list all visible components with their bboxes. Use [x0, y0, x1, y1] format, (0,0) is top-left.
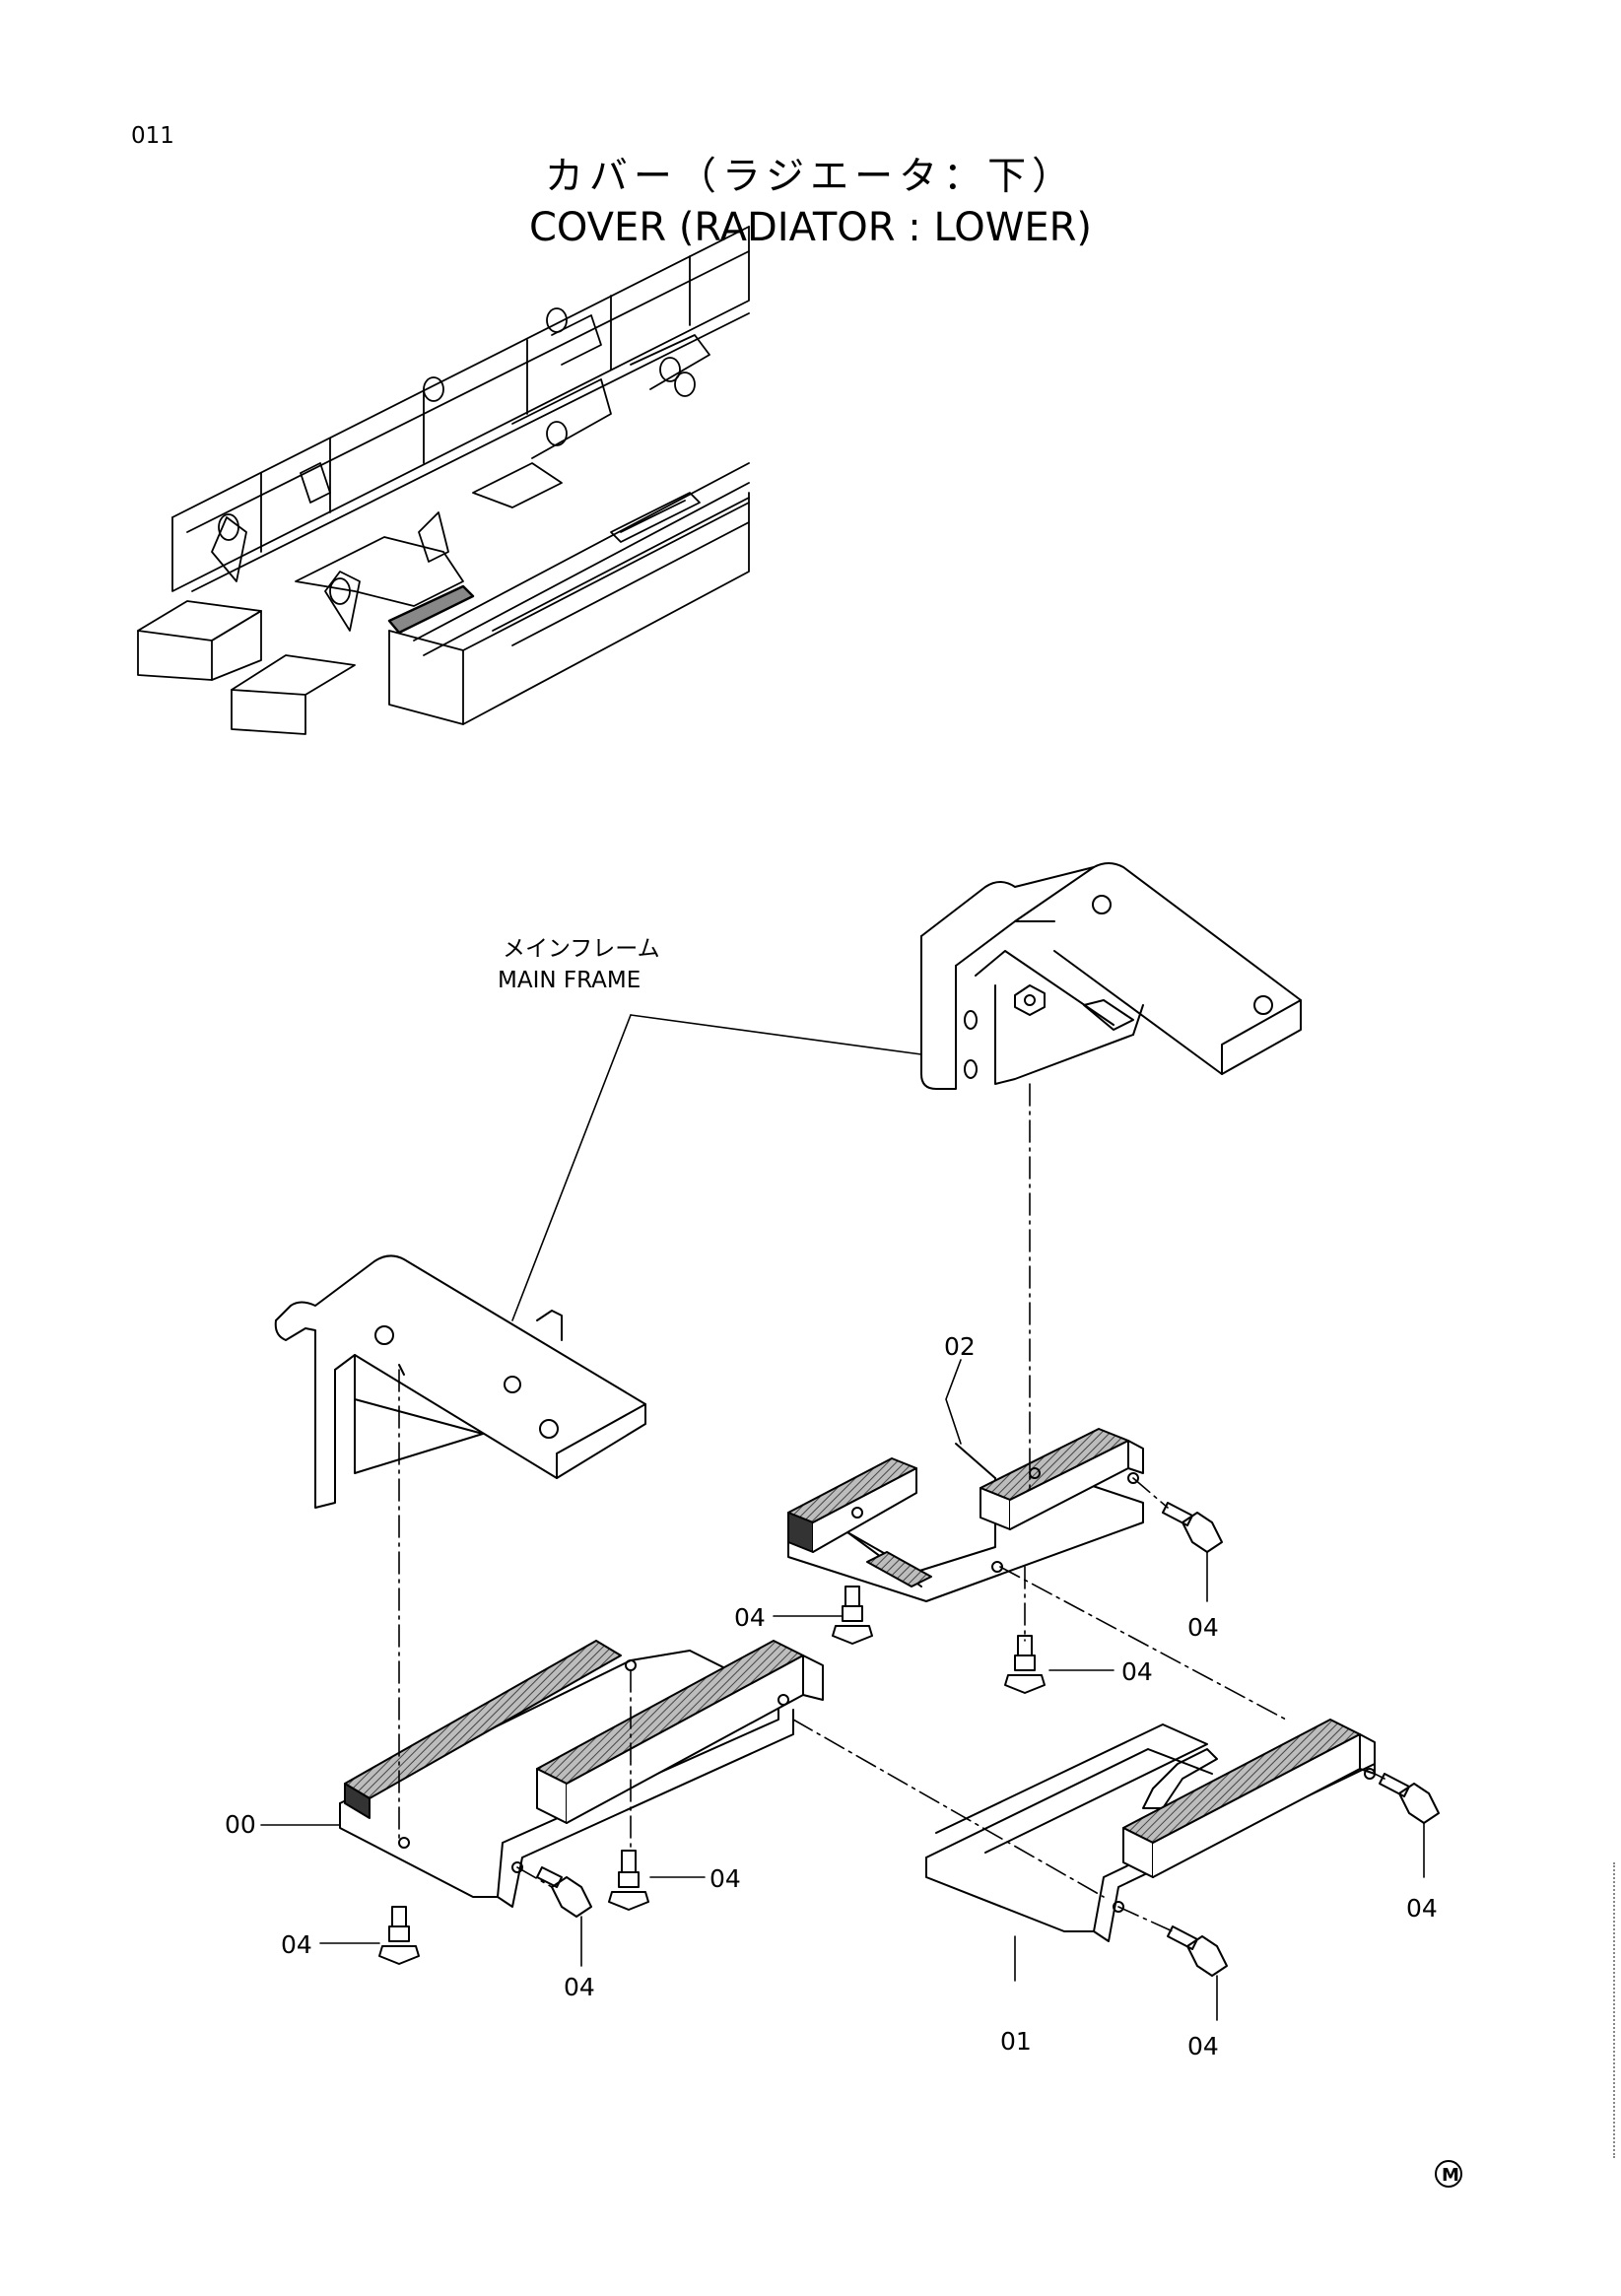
- label-part-01: 01: [1000, 2027, 1032, 2056]
- title-japanese: カバー（ラジエータ：下）: [544, 155, 1077, 199]
- bolt-vertical-1: [378, 1906, 420, 1965]
- callout-main-frame: メインフレーム MAIN FRAME: [498, 936, 660, 993]
- label-part-04-c: 04: [709, 1864, 741, 1893]
- label-part-04-f: 04: [1187, 1613, 1219, 1642]
- page-edge-mark: [1613, 1862, 1618, 2158]
- callout-main-frame-jp: メインフレーム: [503, 936, 660, 962]
- bolt-group: [378, 1502, 1440, 1977]
- page-number: 011: [131, 123, 174, 149]
- bolt-angled-3: [1379, 1773, 1440, 1824]
- m-mark-symbol: M: [1435, 2160, 1462, 2188]
- main-frame-bracket-right: [920, 862, 1302, 1090]
- label-part-04-d: 04: [734, 1603, 766, 1632]
- callout-main-frame-en: MAIN FRAME: [498, 968, 641, 993]
- label-part-04-h: 04: [1187, 2032, 1219, 2060]
- cover-part-00: [339, 1640, 824, 1908]
- label-part-04-g: 04: [1406, 1894, 1438, 1923]
- label-part-04-e: 04: [1121, 1657, 1153, 1686]
- title-english: COVER (RADIATOR : LOWER): [528, 205, 1093, 250]
- main-frame-bracket-left: [274, 1254, 646, 1509]
- m-mark-letter: M: [1442, 2165, 1459, 2186]
- bolt-vertical-2: [608, 1850, 649, 1911]
- overview-frame-drawing: [137, 226, 750, 735]
- label-part-02: 02: [944, 1332, 976, 1361]
- bolt-angled-2: [1162, 1502, 1223, 1553]
- label-part-04-a: 04: [281, 1930, 312, 1959]
- leader-lines: [260, 1014, 1425, 2021]
- cover-part-01: [925, 1719, 1376, 1942]
- cover-part-02: [787, 1428, 1144, 1602]
- label-part-04-b: 04: [564, 1973, 595, 2001]
- part-number-labels: 00 01 02 04 04 04 04 04 04 04 04: [225, 1332, 1438, 2060]
- bolt-angled-1: [536, 1866, 592, 1918]
- bolt-vertical-3: [832, 1586, 873, 1645]
- label-part-00: 00: [225, 1810, 256, 1839]
- bolt-angled-4: [1167, 1925, 1228, 1977]
- bolt-vertical-4: [1004, 1635, 1046, 1694]
